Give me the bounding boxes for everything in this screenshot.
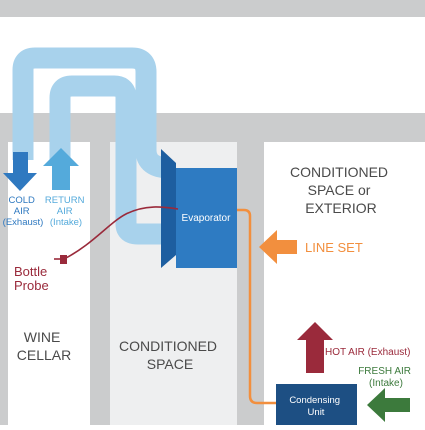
left-wall — [0, 142, 8, 425]
duct-inner — [49, 75, 170, 245]
fresh-air-label: FRESH AIR (Intake) — [358, 366, 414, 389]
probe-cable — [63, 206, 179, 260]
condensing-unit-label: Condensing Unit — [289, 395, 342, 418]
evaporator-label: Evaporator — [182, 213, 232, 224]
return-air-label: RETURN AIR (Intake) — [45, 195, 87, 228]
line-set-pipe — [237, 208, 276, 405]
cold-air-arrow — [3, 152, 37, 191]
cold-air-label: COLD AIR (Exhaust) — [3, 195, 44, 228]
line-set-label: LINE SET — [305, 240, 363, 255]
probe-tip — [60, 255, 67, 264]
wine-cellar-label: WINE CELLAR — [17, 329, 71, 363]
line-set-arrow — [259, 230, 297, 264]
conditioned-space-exterior-label: CONDITIONED SPACE or EXTERIOR — [290, 164, 392, 216]
evaporator-body — [176, 168, 237, 268]
roof-band — [0, 0, 425, 17]
conditioned-space-label: CONDITIONED SPACE — [119, 338, 221, 372]
duct-outer — [12, 47, 171, 179]
bottle-probe-label: Bottle Probe — [14, 264, 51, 293]
return-air-arrow — [43, 148, 79, 190]
hot-air-label: HOT AIR (Exhaust) — [325, 347, 410, 358]
hot-air-arrow — [297, 322, 333, 373]
wall-cellar-middle — [90, 142, 110, 425]
condensing-unit — [276, 384, 357, 425]
fresh-air-arrow — [367, 388, 410, 422]
ceiling-wall — [0, 113, 425, 142]
